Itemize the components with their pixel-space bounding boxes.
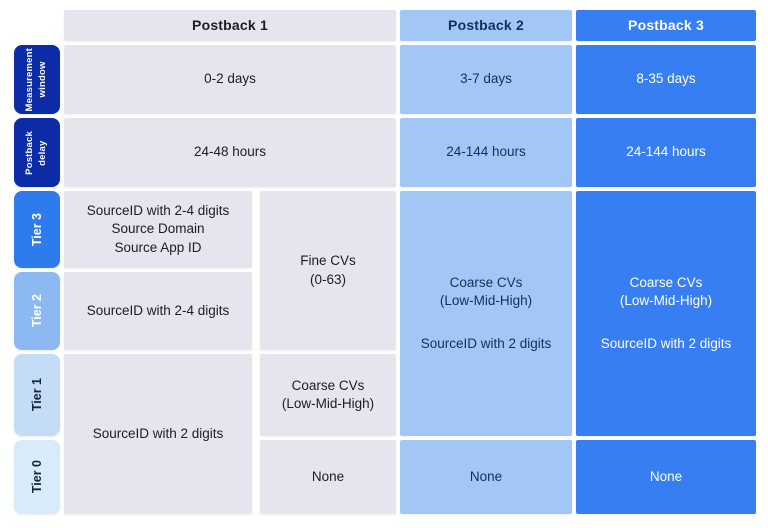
- cell-postback1-delay: 24-48 hours: [64, 118, 396, 187]
- cell-postback2-source: SourceID with 2 digits: [420, 335, 552, 351]
- row-label-measurement-window: Measurement window: [14, 45, 60, 114]
- cell-postback1-fine-cvs: Fine CVs (0-63): [260, 191, 396, 350]
- cell-postback1-measurement-window: 0-2 days: [64, 45, 396, 114]
- row-label-postback-delay: Postback delay: [14, 118, 60, 187]
- cell-postback1-tier3-source: SourceID with 2-4 digits Source Domain S…: [64, 191, 252, 268]
- cell-postback2-tiers-3-to-1: Coarse CVs (Low-Mid-High) SourceID with …: [400, 191, 572, 436]
- cell-postback3-source: SourceID with 2 digits: [600, 335, 732, 351]
- cell-postback1-tier2-source: SourceID with 2-4 digits: [64, 272, 252, 350]
- row-label-tier-0: Tier 0: [14, 440, 60, 514]
- postback1-tier-block: SourceID with 2-4 digits Source Domain S…: [64, 191, 396, 514]
- cell-postback2-measurement-window: 3-7 days: [400, 45, 572, 114]
- row-label-tier-1: Tier 1: [14, 354, 60, 436]
- row-label-tier-2-text: Tier 2: [29, 294, 44, 328]
- column-header-postback-1: Postback 1: [64, 10, 396, 41]
- cell-postback2-tier0-none: None: [400, 440, 572, 514]
- cell-postback1-tier0-none: None: [260, 440, 396, 514]
- cell-postback3-measurement-window: 8-35 days: [576, 45, 756, 114]
- row-label-tier-2: Tier 2: [14, 272, 60, 350]
- row-label-tier-1-text: Tier 1: [29, 378, 44, 412]
- row-label-tier-3: Tier 3: [14, 191, 60, 268]
- row-label-postback-delay-text: Postback delay: [24, 130, 48, 175]
- row-label-tier-0-text: Tier 0: [29, 460, 44, 494]
- cell-postback2-coarse-cvs: Coarse CVs (Low-Mid-High): [439, 275, 533, 309]
- cell-postback3-delay: 24-144 hours: [576, 118, 756, 187]
- cell-postback3-tier0-none: None: [576, 440, 756, 514]
- table-grid: Postback 1 Postback 2 Postback 3 Measure…: [14, 10, 756, 514]
- cell-postback1-tier1-tier0-source: SourceID with 2 digits: [64, 354, 252, 514]
- column-header-postback-2: Postback 2: [400, 10, 572, 41]
- cell-postback1-coarse-cvs: Coarse CVs (Low-Mid-High): [260, 354, 396, 436]
- row-label-measurement-window-text: Measurement window: [24, 47, 48, 112]
- cell-postback2-delay: 24-144 hours: [400, 118, 572, 187]
- row-label-tier-3-text: Tier 3: [29, 212, 44, 247]
- cell-postback3-tiers-3-to-1: Coarse CVs (Low-Mid-High) SourceID with …: [576, 191, 756, 436]
- column-header-postback-3: Postback 3: [576, 10, 756, 41]
- cell-postback3-coarse-cvs: Coarse CVs (Low-Mid-High): [619, 275, 713, 309]
